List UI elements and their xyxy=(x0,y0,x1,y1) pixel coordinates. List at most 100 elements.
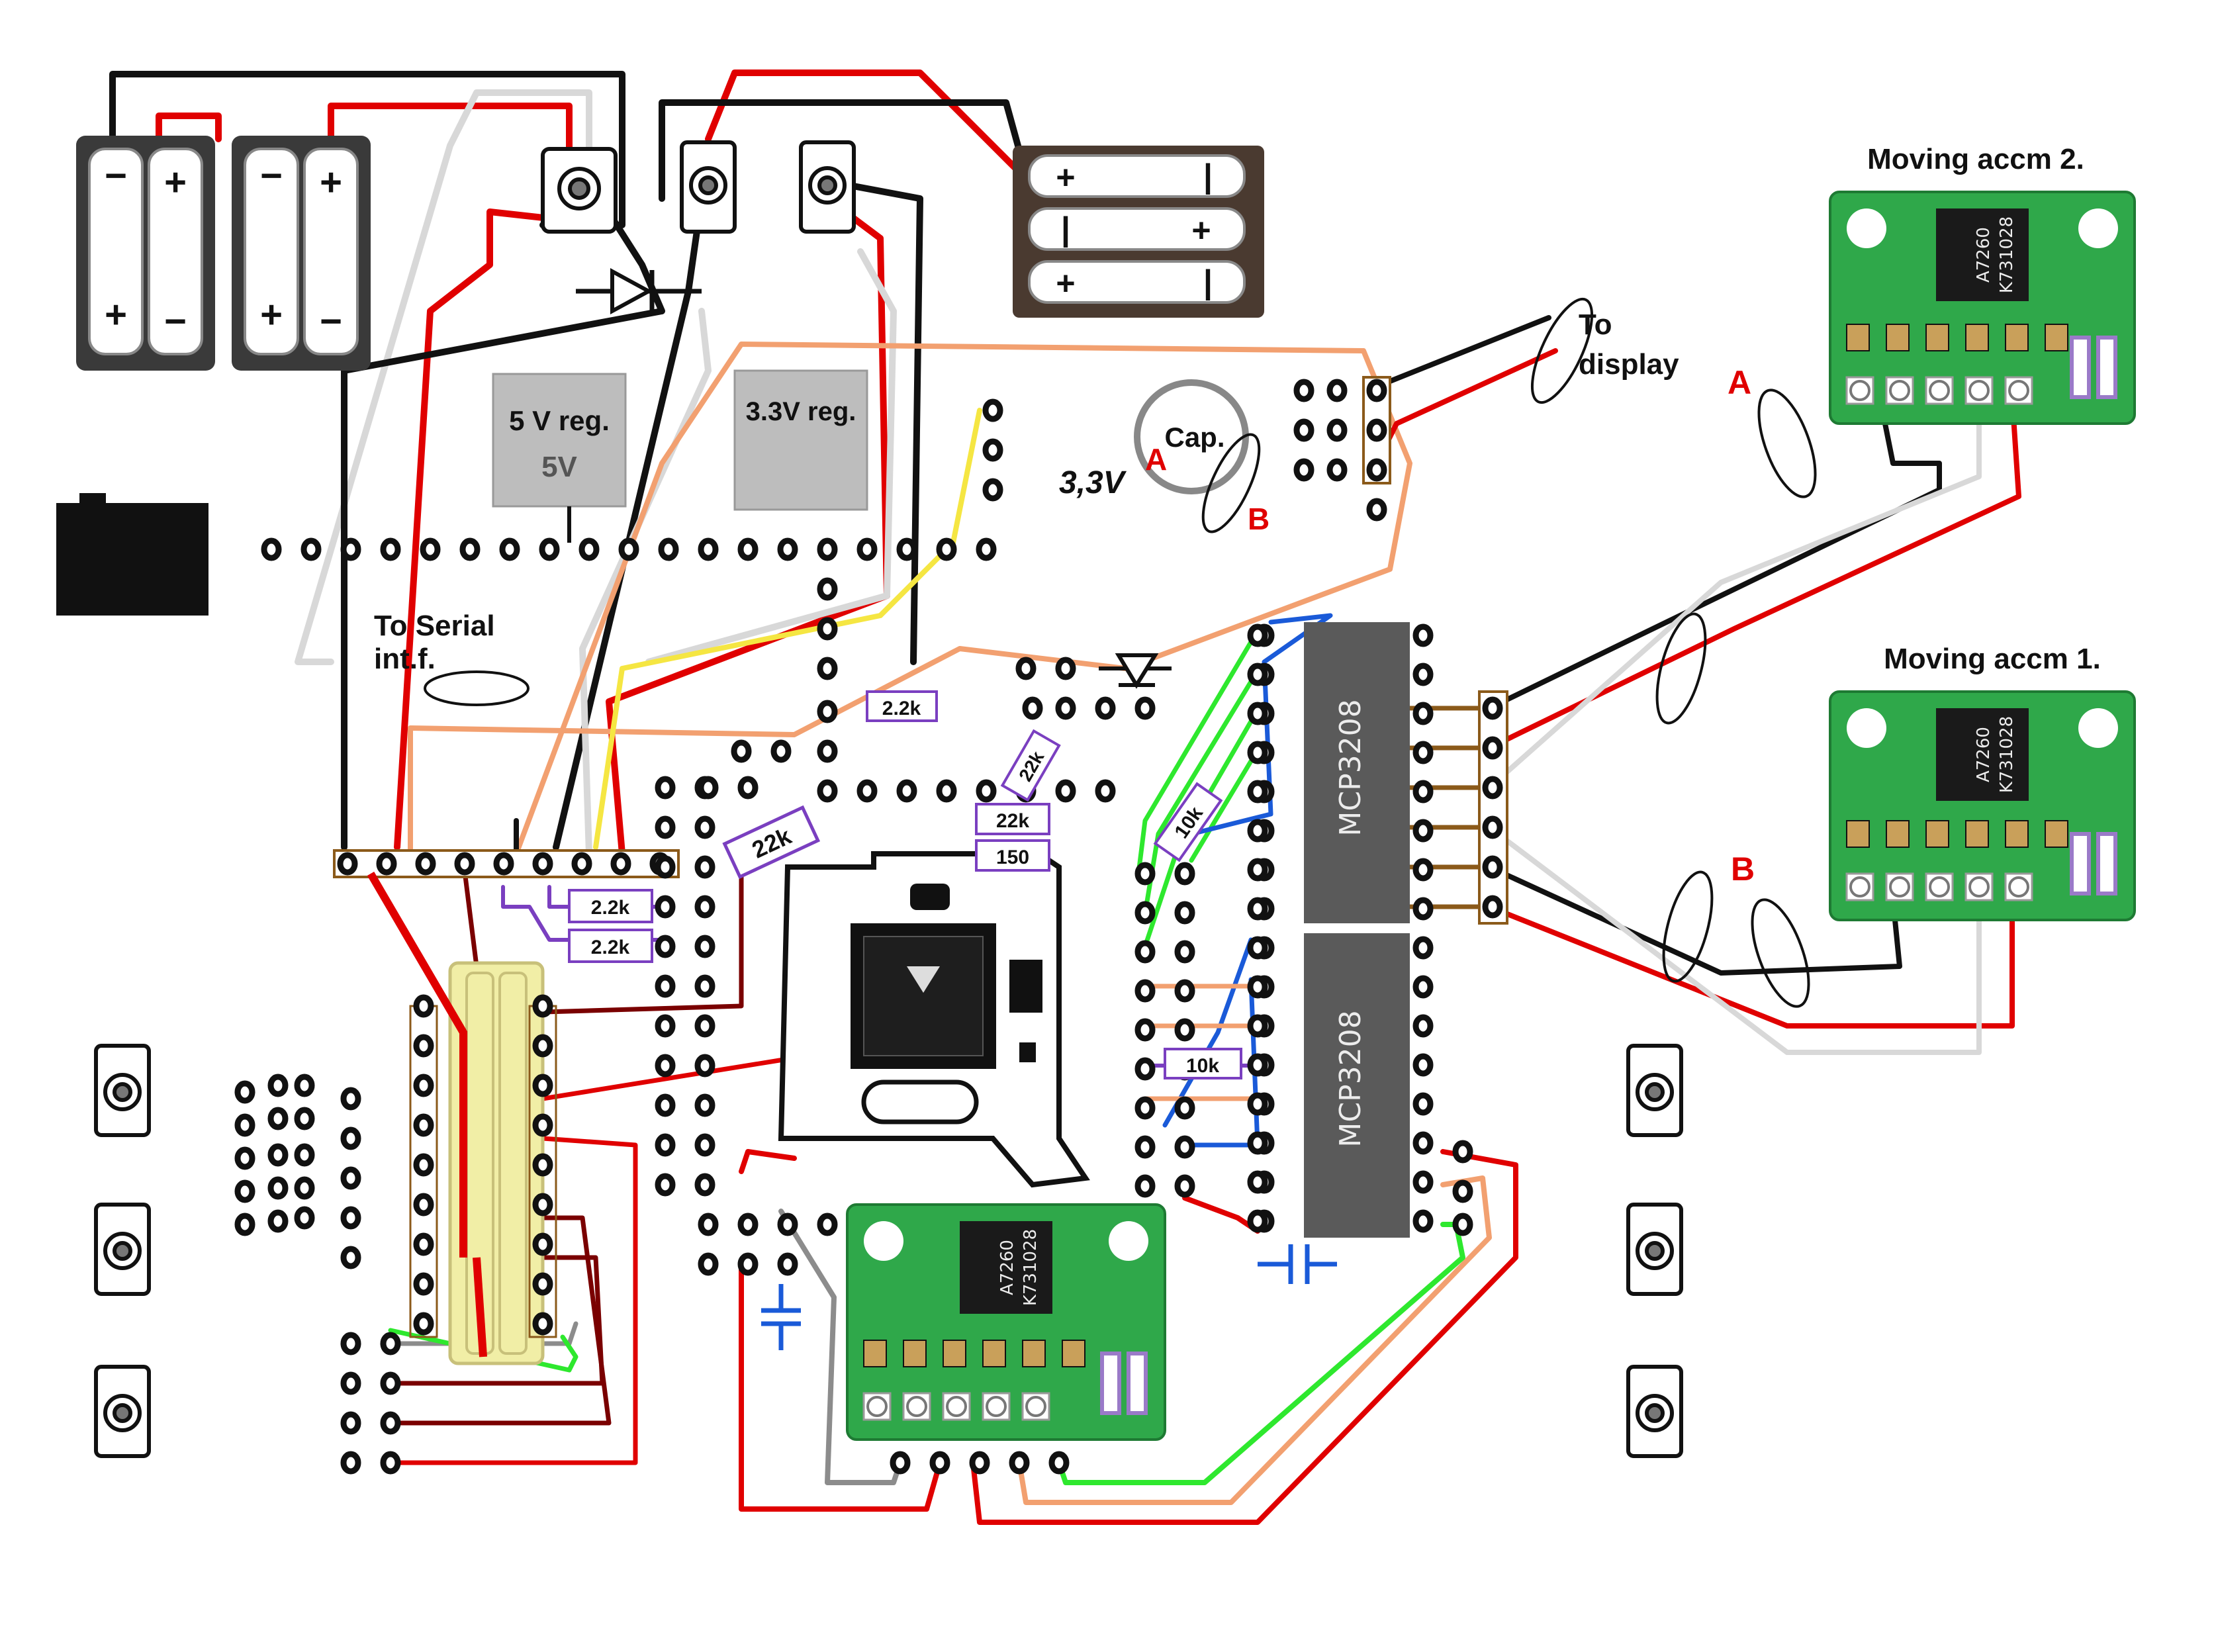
toggle-switch-icon xyxy=(94,1044,151,1137)
voltage-3v3-label: 3,3V xyxy=(1059,465,1127,500)
solder-pad xyxy=(655,1133,676,1157)
solder-pad xyxy=(694,1054,716,1078)
adc-lower-label: MCP3208 xyxy=(1334,1010,1367,1147)
solder-pad xyxy=(234,1146,255,1170)
solder-pad xyxy=(817,537,838,561)
sensor-code-label: K731028 xyxy=(1997,716,2017,793)
solder-pad xyxy=(234,1213,255,1236)
solder-pad xyxy=(493,852,514,876)
solder-pad xyxy=(1134,1096,1156,1120)
solder-pad xyxy=(413,1034,434,1058)
solder-pad xyxy=(1174,940,1195,964)
solder-pad xyxy=(340,1332,361,1355)
solder-pad xyxy=(340,1206,361,1230)
marker-a: A xyxy=(1145,442,1167,477)
solder-pad xyxy=(737,776,759,800)
solder-pad xyxy=(1247,819,1268,843)
resistor-value: 22k xyxy=(996,810,1029,832)
capacitor-label: Cap. xyxy=(1164,422,1224,453)
solder-pad xyxy=(459,537,481,561)
solder-pad xyxy=(1482,696,1503,720)
solder-pad xyxy=(1095,779,1116,803)
solder-pad xyxy=(1174,1096,1195,1120)
solder-pad xyxy=(1482,736,1503,760)
solder-pad xyxy=(929,1451,950,1475)
capacitor-icon xyxy=(761,1284,801,1350)
solder-pad xyxy=(340,1087,361,1111)
solder-pad xyxy=(571,852,592,876)
solder-pad xyxy=(817,577,838,601)
solder-pad xyxy=(1482,895,1503,919)
solder-pad xyxy=(267,1209,289,1233)
capacitor-label-group: Cap. 3,3V A B xyxy=(1059,379,1270,536)
solder-pad xyxy=(1174,1135,1195,1159)
battery-plus-sign: + xyxy=(105,293,127,336)
resistor-value: 2.2k xyxy=(591,937,630,958)
solder-pad xyxy=(610,852,631,876)
sensor-part-label: A7260 xyxy=(997,1240,1017,1295)
solder-pad xyxy=(694,1014,716,1038)
solder-pad xyxy=(294,1176,315,1200)
solder-pad xyxy=(1412,975,1434,999)
accm1-title: Moving accm 1. xyxy=(1884,643,2101,675)
resistor: 2.2k xyxy=(568,889,653,923)
solder-pad xyxy=(658,537,679,561)
solder-pad xyxy=(1412,858,1434,882)
solder-pad xyxy=(982,398,1003,422)
solder-pad xyxy=(1134,1135,1156,1159)
solder-pad xyxy=(1134,1174,1156,1198)
resistor-value: 2.2k xyxy=(882,698,921,719)
solder-pad xyxy=(1482,855,1503,879)
solder-pad xyxy=(532,1074,553,1097)
marker-a-accm2: A xyxy=(1728,364,1751,401)
solder-pad xyxy=(655,1093,676,1117)
solder-pad xyxy=(655,815,676,839)
solder-pad xyxy=(817,617,838,641)
solder-pad xyxy=(1247,780,1268,803)
solder-pad xyxy=(294,1143,315,1167)
solder-pad xyxy=(618,537,639,561)
solder-pad xyxy=(976,537,997,561)
resistor-value: 10k xyxy=(1186,1055,1219,1077)
solder-pad xyxy=(413,994,434,1018)
resistor: 10k xyxy=(1164,1048,1242,1079)
solder-pad xyxy=(698,776,719,800)
solder-pad xyxy=(380,1411,401,1435)
solder-pad xyxy=(1412,1053,1434,1077)
solder-pad xyxy=(737,1213,759,1236)
marker-b-accm1: B xyxy=(1731,850,1755,888)
solder-pad xyxy=(694,855,716,879)
cable-bundles xyxy=(424,297,1817,1008)
toggle-switch-icon xyxy=(94,1203,151,1296)
solder-pad xyxy=(694,815,716,839)
solder-pad xyxy=(1366,379,1387,402)
solder-pad xyxy=(1452,1213,1473,1236)
battery-plus-sign: + xyxy=(164,161,187,204)
solder-pad xyxy=(532,1153,553,1177)
solder-pad xyxy=(1412,1170,1434,1194)
solder-pad xyxy=(267,1107,289,1130)
solder-pad xyxy=(380,1371,401,1395)
solder-pad xyxy=(234,1113,255,1137)
solder-pad xyxy=(413,1272,434,1296)
solder-pad xyxy=(1326,458,1348,482)
solder-pad xyxy=(1247,663,1268,686)
solder-pad xyxy=(1366,498,1387,522)
solder-pad xyxy=(300,537,322,561)
solder-pad xyxy=(777,1213,798,1236)
resistor-value: 2.2k xyxy=(591,897,630,919)
microcontroller xyxy=(778,851,1090,1188)
solder-pad xyxy=(1412,702,1434,725)
solder-pad xyxy=(294,1206,315,1230)
solder-pad xyxy=(267,1074,289,1097)
adc-chip-upper: MCP3208 xyxy=(1304,622,1410,923)
solder-pad xyxy=(1055,779,1076,803)
solder-pad xyxy=(1009,1451,1030,1475)
battery-minus-sign: − xyxy=(105,154,127,197)
solder-pad xyxy=(694,1133,716,1157)
toggle-switch-icon xyxy=(94,1365,151,1458)
solder-pad xyxy=(340,1451,361,1475)
